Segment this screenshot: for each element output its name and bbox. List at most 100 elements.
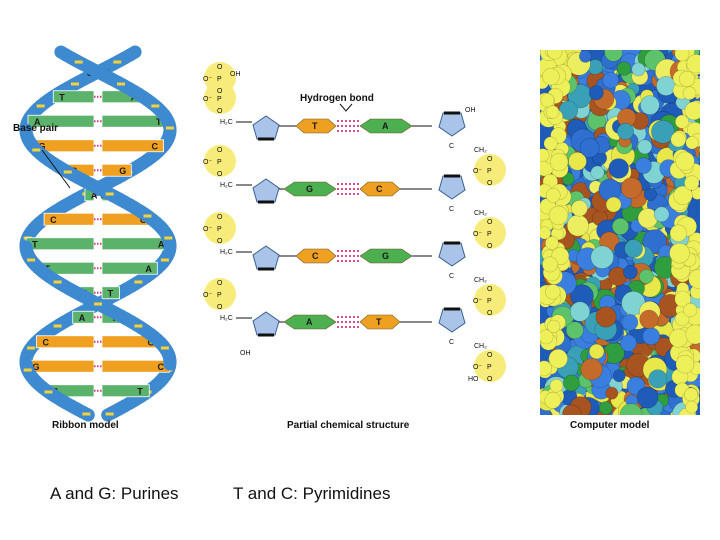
oxygen-atom bbox=[541, 256, 558, 273]
atom bbox=[590, 165, 605, 180]
deoxyribose-sugar bbox=[252, 311, 280, 336]
chemical-rows: POOO⁻H₂CTACH₂POOO⁻CPOOO⁻H₂CGCCH₂POOO⁻CPO… bbox=[203, 62, 506, 383]
oxygen-atom bbox=[684, 101, 700, 121]
oxygen-atom bbox=[675, 151, 695, 171]
phosphate-disc bbox=[474, 217, 506, 249]
oxygen-atom bbox=[540, 226, 552, 240]
oxygen-atom bbox=[669, 242, 690, 264]
oxygen-atom bbox=[685, 400, 699, 414]
oxygen-atom bbox=[540, 148, 550, 162]
oxygen-ion-symbol: O⁻ bbox=[203, 159, 212, 166]
ribbon-base-letter: G bbox=[119, 166, 126, 176]
oxygen-symbol: O bbox=[217, 171, 223, 178]
atom bbox=[569, 301, 591, 322]
atom bbox=[616, 61, 632, 76]
atom bbox=[562, 404, 582, 415]
phosphate-disc bbox=[474, 284, 506, 316]
oxygen-symbol: O bbox=[487, 352, 493, 359]
oxygen-atom bbox=[547, 50, 563, 60]
atom bbox=[631, 62, 646, 77]
base-letter-right: C bbox=[376, 184, 383, 194]
phosphorus-symbol: P bbox=[217, 292, 222, 299]
deoxyribose-sugar bbox=[438, 308, 466, 333]
atom bbox=[642, 327, 661, 346]
oxygen-atom bbox=[548, 205, 569, 226]
oxygen-atom bbox=[544, 391, 562, 409]
oxygen-atom bbox=[674, 50, 690, 62]
base-pair-pointer bbox=[41, 149, 71, 189]
atom bbox=[640, 95, 660, 115]
oxygen-symbol: O bbox=[217, 238, 223, 245]
base-ring-left bbox=[283, 181, 337, 197]
pyrimidines-note: T and C: Pyrimidines bbox=[233, 484, 391, 503]
ribbon-base-pair: TA bbox=[38, 261, 158, 275]
atom bbox=[623, 264, 638, 280]
h2c-label: H₂C bbox=[220, 249, 233, 256]
carbon-label: C bbox=[449, 206, 454, 213]
atom bbox=[563, 374, 580, 392]
atom bbox=[602, 71, 620, 89]
ribbon-model: GCTAATGCCGATCGTATAATATCGGCAT Base pair R… bbox=[13, 45, 177, 431]
oxygen-atom bbox=[685, 324, 700, 345]
ribbon-base-letter: A bbox=[145, 264, 152, 274]
ribbon-base-letter: C bbox=[50, 215, 57, 225]
partial-chemical-structure-caption: Partial chemical structure bbox=[287, 420, 410, 431]
oxygen-ion-symbol: O⁻ bbox=[473, 298, 482, 305]
carbon-label: C bbox=[449, 339, 454, 346]
atom bbox=[580, 358, 603, 381]
oxygen-ion-symbol: O⁻ bbox=[203, 76, 212, 83]
oxygen-ion-symbol: O⁻ bbox=[203, 96, 212, 103]
oxygen-atom bbox=[674, 311, 690, 327]
ribbon-base-letter: C bbox=[152, 141, 159, 151]
oxygen-atom bbox=[545, 284, 561, 300]
ribbon-base-pair: CG bbox=[36, 335, 160, 349]
ribbon-base-letter: T bbox=[156, 117, 162, 127]
oxygen-atom bbox=[542, 67, 560, 86]
atom bbox=[643, 187, 657, 201]
atom bbox=[651, 119, 675, 144]
ribbon-base-letter: G bbox=[38, 141, 45, 151]
ch2-label: CH₂ bbox=[474, 210, 487, 217]
base-ring-left bbox=[295, 248, 337, 264]
oxygen-symbol: O bbox=[487, 156, 493, 163]
atom bbox=[588, 85, 604, 101]
oxygen-atom bbox=[673, 185, 693, 205]
atom bbox=[565, 321, 584, 340]
oxygen-atom bbox=[674, 290, 692, 308]
oxygen-symbol: O bbox=[217, 64, 223, 71]
computer-model: Computer model bbox=[540, 50, 700, 431]
atom bbox=[595, 306, 617, 328]
space-filling-atoms bbox=[540, 50, 700, 415]
atom bbox=[588, 343, 605, 360]
oxygen-atom bbox=[540, 329, 554, 345]
atom bbox=[624, 239, 643, 258]
phosphate-disc bbox=[474, 154, 506, 186]
phosphorus-symbol: P bbox=[487, 364, 492, 371]
deoxyribose-sugar bbox=[252, 115, 280, 140]
computer-model-caption: Computer model bbox=[570, 420, 650, 431]
ribbon-base-letter: T bbox=[59, 92, 65, 102]
atom bbox=[656, 76, 676, 96]
atom bbox=[616, 122, 634, 140]
hydroxyl-top: OH bbox=[465, 107, 476, 114]
ribbon-base-letter: T bbox=[137, 386, 143, 396]
phosphorus-symbol: P bbox=[217, 159, 222, 166]
atom bbox=[639, 309, 659, 329]
hydrogen-bond-label: Hydrogen bond bbox=[300, 93, 374, 104]
phosphorus-symbol: P bbox=[217, 96, 222, 103]
ribbon-base-letter: A bbox=[158, 239, 165, 249]
base-letter-left: C bbox=[312, 251, 319, 261]
h2c-label: H₂C bbox=[220, 182, 233, 189]
atom bbox=[619, 334, 638, 352]
oxygen-atom bbox=[548, 349, 568, 369]
ribbon-base-right bbox=[101, 261, 158, 275]
